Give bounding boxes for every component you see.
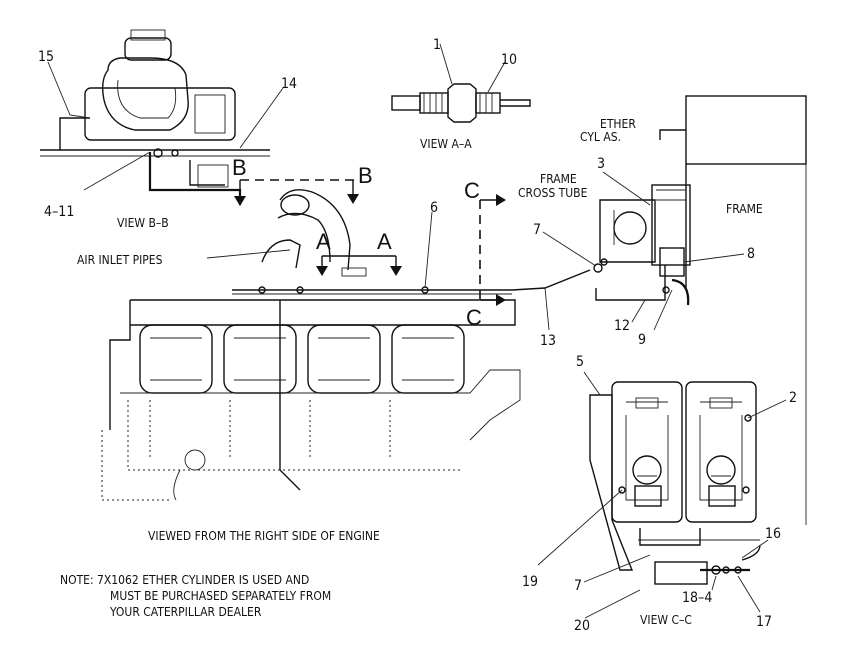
callout-2: 2: [789, 390, 797, 406]
frame-area-drawing: [593, 95, 807, 525]
engine-drawing: A A C C: [101, 178, 591, 501]
callout-8: 8: [747, 246, 755, 262]
callout-leaders: [47, 43, 787, 619]
view-bb-label: VIEW B–B: [117, 216, 169, 230]
callout-12: 12: [614, 318, 630, 334]
section-b-markers: B B: [232, 155, 373, 206]
callout-4-11: 4–11: [44, 204, 74, 220]
callout-15: 15: [38, 49, 54, 65]
view-aa-drawing: [391, 83, 531, 123]
callout-17: 17: [756, 614, 772, 630]
callout-7-upper: 7: [533, 222, 541, 238]
callout-13: 13: [540, 333, 556, 349]
callout-6: 6: [430, 200, 438, 216]
callout-5: 5: [576, 354, 584, 370]
note-line-1: NOTE: 7X1062 ETHER CYLINDER IS USED AND: [60, 573, 309, 587]
ether-cyl-label-line1: ETHER: [600, 117, 636, 131]
view-aa-label: VIEW A–A: [420, 137, 472, 151]
callout-19: 19: [522, 574, 538, 590]
callout-20: 20: [574, 618, 590, 634]
callout-numbers: 1 2 3 4–11 5 6 7 7 8 9 10 12 13 14 15 16…: [38, 37, 797, 634]
section-b-right-letter: B: [358, 163, 373, 188]
note-line-2: MUST BE PURCHASED SEPARATELY FROM: [110, 589, 331, 603]
section-c-top-letter: C: [464, 178, 480, 203]
callout-10: 10: [501, 52, 517, 68]
viewed-from-caption: VIEWED FROM THE RIGHT SIDE OF ENGINE: [148, 529, 380, 543]
air-inlet-pipes-label: AIR INLET PIPES: [77, 253, 163, 267]
view-cc-label: VIEW C–C: [640, 613, 692, 627]
text-labels: VIEW A–A VIEW B–B VIEW C–C ETHER CYL AS.…: [60, 117, 763, 627]
frame-cross-tube-label-line1: FRAME: [540, 172, 577, 186]
note-line-3: YOUR CATERPILLAR DEALER: [109, 605, 262, 619]
section-c-bottom-letter: C: [466, 305, 482, 330]
section-a-left-letter: A: [316, 229, 331, 254]
frame-cross-tube-label-line2: CROSS TUBE: [518, 186, 588, 200]
section-a-right-letter: A: [377, 229, 392, 254]
callout-9: 9: [638, 332, 646, 348]
callout-16: 16: [765, 526, 781, 542]
callout-1: 1: [433, 37, 441, 53]
callout-14: 14: [281, 76, 297, 92]
section-b-left-letter: B: [232, 155, 247, 180]
ether-cyl-label-line2: CYL AS.: [580, 130, 621, 144]
callout-3: 3: [597, 156, 605, 172]
view-cc-drawing: [589, 381, 761, 585]
callout-18-4: 18–4: [682, 590, 712, 606]
frame-label: FRAME: [726, 202, 763, 216]
callout-7-lower: 7: [574, 578, 582, 594]
